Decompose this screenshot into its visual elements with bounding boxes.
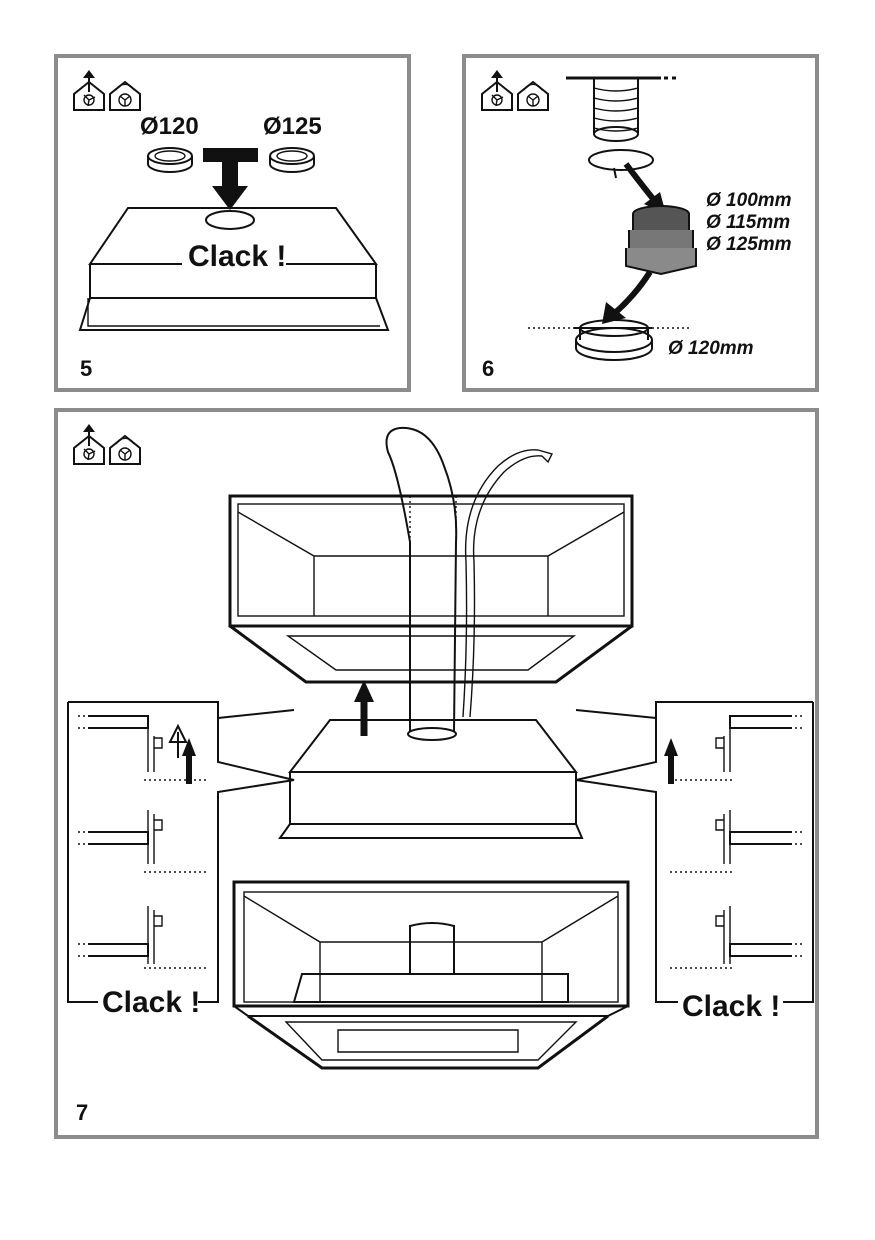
diameter-100mm-label: Ø 100mm [706,190,792,211]
step-number: 5 [80,356,92,381]
flange-125 [269,147,315,173]
recirculation-mode-icon [517,80,549,111]
diameter-115mm-label: Ø 115mm [706,212,790,233]
ducted-mode-icon [73,70,105,111]
diameter-125-label: Ø125 [263,113,322,140]
upper-cabinet [228,494,634,684]
ducted-mode-icon [73,424,105,465]
diameter-125mm-label: Ø 125mm [706,234,792,255]
click-label-right: Clack ! [682,990,780,1023]
click-label: Clack ! [188,240,286,273]
step-5-illustration: Ø120 Ø125 Clack ! 5 [73,70,390,381]
diameter-120-label: Ø120 [140,113,199,140]
step-number: 7 [76,1100,88,1125]
step-6-illustration: Ø 100mm Ø 115mm Ø 125mm Ø 120mm 6 [481,70,792,381]
flexible-duct [385,426,458,741]
panel-step-6: Ø 100mm Ø 115mm Ø 125mm Ø 120mm 6 [462,54,819,392]
right-detail-callout [575,701,814,1003]
flange-120 [147,147,193,173]
selection-arrow [203,148,258,210]
ducted-mode-icon [481,70,513,111]
reducer-adapter [625,205,697,276]
step-number: 6 [482,356,494,381]
flexible-duct [593,78,639,142]
power-cable [462,449,554,718]
step-7-illustration: Clack ! Clack ! 7 [67,424,814,1125]
click-label-left: Clack ! [102,986,200,1019]
recirculation-mode-icon [109,434,141,465]
recirculation-mode-icon [109,80,141,111]
panel-step-5: Ø120 Ø125 Clack ! 5 [54,54,411,392]
hood-body [78,207,390,331]
installed-cabinet [232,880,630,1070]
hood-outlet-flange [575,319,653,361]
left-detail-callout [67,701,295,1003]
panel-step-7: Clack ! Clack ! 7 [54,408,819,1139]
hood-body [278,719,584,839]
diameter-120mm-label: Ø 120mm [668,338,754,359]
hose-clamp [588,149,654,179]
